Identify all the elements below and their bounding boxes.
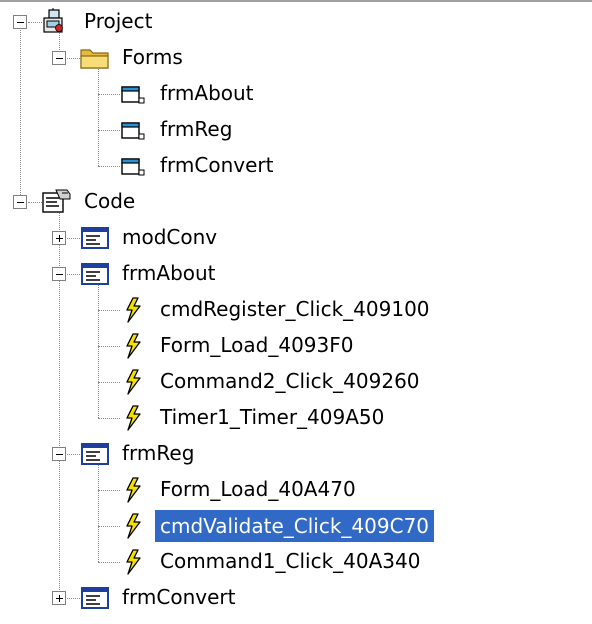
tree-line (98, 310, 120, 311)
tree-line (98, 282, 99, 418)
tree-node-module-frmabout[interactable]: frmAbout (122, 261, 216, 285)
expand-toggle-frmconvert[interactable] (52, 591, 66, 605)
tree-node-code[interactable]: Code (84, 189, 136, 213)
module-icon (81, 227, 109, 249)
event-bolt-icon (126, 513, 141, 539)
expand-toggle-modconv[interactable] (52, 231, 66, 245)
tree-node-handler[interactable]: Command2_Click_409260 (160, 369, 420, 393)
module-icon (81, 587, 109, 609)
tree-line (98, 94, 120, 95)
tree-node-form-frmreg[interactable]: frmReg (160, 117, 233, 141)
event-bolt-icon (126, 549, 141, 575)
tree-node-module-frmconvert[interactable]: frmConvert (122, 585, 236, 609)
tree-node-handler[interactable]: Command1_Click_40A340 (160, 549, 421, 573)
tree-line (98, 562, 120, 563)
tree-line (59, 213, 60, 598)
tree-line (67, 454, 80, 455)
tree-node-handler[interactable]: Form_Load_40A470 (160, 477, 356, 501)
tree-line (98, 346, 120, 347)
folder-icon (80, 49, 109, 69)
tree-node-handler[interactable]: cmdRegister_Click_409100 (160, 297, 430, 321)
tree-node-handler[interactable]: Timer1_Timer_409A50 (160, 405, 385, 429)
tree-line (98, 382, 120, 383)
event-bolt-icon (126, 369, 141, 395)
module-icon (81, 443, 109, 465)
tree-line (98, 130, 120, 131)
form-icon (121, 158, 145, 176)
collapse-toggle-frmreg[interactable] (52, 447, 66, 461)
collapse-toggle-code[interactable] (13, 195, 27, 209)
tree-line (67, 58, 80, 59)
collapse-toggle-project[interactable] (13, 15, 27, 29)
event-bolt-icon (126, 333, 141, 359)
tree-node-module-modconv[interactable]: modConv (122, 225, 218, 249)
tree-node-module-frmreg[interactable]: frmReg (122, 441, 195, 465)
form-icon (121, 122, 145, 140)
tree-line (59, 29, 60, 58)
tree-node-form-frmconvert[interactable]: frmConvert (160, 153, 274, 177)
tree-line (28, 202, 42, 203)
tree-node-handler[interactable]: Form_Load_4093F0 (160, 333, 354, 357)
collapse-toggle-forms[interactable] (52, 51, 66, 65)
tree-line (98, 526, 120, 527)
event-bolt-icon (126, 297, 141, 323)
window-top-edge (0, 0, 592, 2)
tree-node-forms[interactable]: Forms (122, 45, 183, 69)
tree-node-form-frmabout[interactable]: frmAbout (160, 81, 254, 105)
tree-line (98, 462, 99, 562)
tree-line (98, 166, 120, 167)
tree-line (98, 66, 99, 166)
form-icon (121, 86, 145, 104)
module-icon (81, 263, 109, 285)
tree-line (28, 22, 42, 23)
project-icon (43, 8, 63, 33)
collapse-toggle-frmabout[interactable] (52, 267, 66, 281)
tree-line (98, 490, 120, 491)
tree-line (67, 238, 80, 239)
tree-line (20, 30, 21, 203)
tree-node-handler-selected[interactable]: cmdValidate_Click_409C70 (155, 510, 435, 542)
tree-node-project[interactable]: Project (84, 9, 153, 33)
tree-line (67, 598, 80, 599)
event-bolt-icon (126, 405, 141, 431)
event-bolt-icon (126, 477, 141, 503)
code-icon (42, 189, 71, 213)
tree-line (67, 274, 80, 275)
tree-line (98, 418, 120, 419)
